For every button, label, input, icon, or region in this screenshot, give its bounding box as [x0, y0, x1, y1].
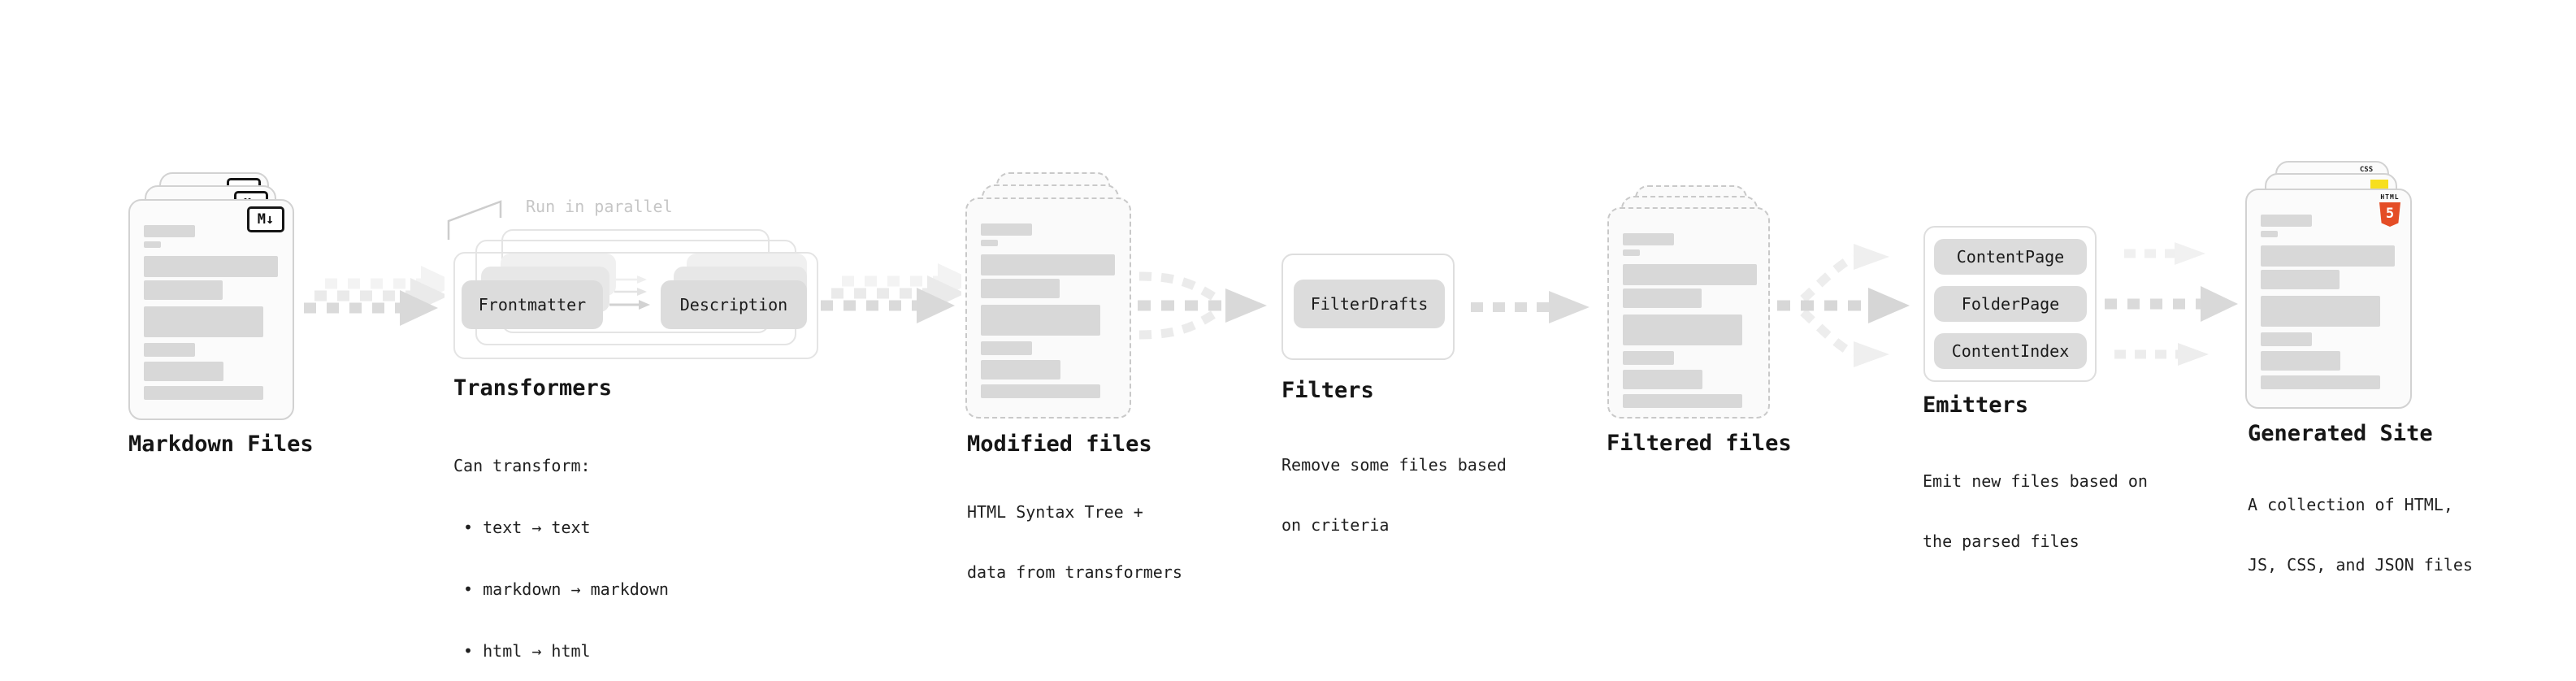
- placeholder-text-bar: [981, 279, 1060, 298]
- placeholder-text-bar: [1623, 351, 1674, 365]
- caption-line: Can transform:: [453, 456, 591, 475]
- flow-arrow-filtered-to-emitters: [1777, 244, 1910, 367]
- caption-line: • markdown → markdown: [453, 579, 669, 599]
- placeholder-text-bar: [2261, 270, 2340, 289]
- transformer-layer-front: [453, 252, 818, 359]
- caption-line: the parsed files: [1923, 531, 2079, 551]
- emitters-title: Emitters: [1923, 393, 2029, 418]
- caption-line: data from transformers: [967, 562, 1182, 582]
- flow-arrow-filters-to-filtered: [1471, 291, 1589, 323]
- placeholder-text-bar: [144, 386, 263, 400]
- caption-line: Remove some files based: [1281, 455, 1507, 475]
- placeholder-text-bar: [2261, 375, 2380, 389]
- transformers-caption: Can transform: • text → text • markdown …: [453, 415, 669, 681]
- caption-line: • html → html: [453, 641, 591, 661]
- run-in-parallel-bracket: [447, 200, 502, 240]
- placeholder-text-bar: [2261, 231, 2278, 237]
- flow-arrow-transformers-to-modified: [821, 263, 961, 323]
- placeholder-text-bar: [144, 306, 263, 337]
- emitter-pill-contentpage: ContentPage: [1934, 239, 2087, 275]
- run-in-parallel-label: Run in parallel: [526, 197, 673, 216]
- placeholder-text-bar: [2261, 245, 2395, 267]
- modified-files-title: Modified files: [967, 432, 1152, 457]
- flow-arrow-modified-to-filters: [1138, 271, 1267, 340]
- placeholder-text-bar: [144, 256, 278, 277]
- emitters-caption: Emit new files based on the parsed files: [1923, 432, 2148, 591]
- filters-title: Filters: [1281, 378, 1374, 403]
- html5-icon-label: HTML: [2380, 193, 2400, 201]
- site-file-card: HTML 5: [2245, 189, 2412, 409]
- placeholder-text-bar: [1623, 288, 1702, 308]
- modified-file-card: [965, 197, 1131, 419]
- filters-caption: Remove some files based on criteria: [1281, 415, 1507, 575]
- filtered-file-card: [1607, 207, 1770, 419]
- transformers-title: Transformers: [453, 375, 613, 401]
- markdown-files-title: Markdown Files: [128, 432, 314, 457]
- transformer-pill-frontmatter: Frontmatter: [462, 280, 603, 329]
- placeholder-text-bar: [981, 240, 998, 246]
- placeholder-text-bar: [981, 384, 1100, 398]
- placeholder-text-bar: [144, 343, 195, 357]
- placeholder-text-bar: [144, 241, 161, 248]
- generated-site-title: Generated Site: [2248, 421, 2433, 446]
- caption-line: JS, CSS, and JSON files: [2248, 555, 2473, 575]
- placeholder-text-bar: [144, 280, 223, 300]
- caption-line: Emit new files based on: [1923, 471, 2148, 491]
- placeholder-text-bar: [144, 225, 195, 237]
- caption-line: HTML Syntax Tree +: [967, 502, 1143, 522]
- caption-line: on criteria: [1281, 515, 1390, 535]
- placeholder-text-bar: [981, 223, 1032, 236]
- placeholder-text-bar: [2261, 215, 2312, 227]
- filtered-files-title: Filtered files: [1607, 431, 1792, 456]
- emitter-pill-contentindex: ContentIndex: [1934, 333, 2087, 369]
- placeholder-text-bar: [1623, 394, 1742, 408]
- placeholder-text-bar: [1623, 249, 1640, 256]
- placeholder-text-bar: [2261, 296, 2380, 327]
- markdown-file-card: M↓: [128, 199, 294, 420]
- flow-arrow-markdown-to-transformers: [304, 266, 445, 326]
- placeholder-text-bar: [1623, 264, 1757, 285]
- html5-icon-shield: 5: [2379, 202, 2400, 227]
- placeholder-text-bar: [2261, 351, 2340, 371]
- placeholder-text-bar: [981, 360, 1060, 380]
- placeholder-text-bar: [144, 362, 223, 381]
- html5-icon: HTML 5: [2378, 193, 2402, 227]
- modified-files-caption: HTML Syntax Tree + data from transformer…: [967, 462, 1182, 622]
- placeholder-text-bar: [981, 254, 1115, 275]
- css-icon-label: CSS: [2359, 166, 2374, 174]
- placeholder-text-bar: [981, 305, 1100, 336]
- caption-line: • text → text: [453, 518, 591, 537]
- caption-line: A collection of HTML,: [2248, 495, 2453, 514]
- generated-site-caption: A collection of HTML, JS, CSS, and JSON …: [2248, 455, 2473, 614]
- placeholder-text-bar: [1623, 370, 1702, 389]
- pill-connector-arrows: [609, 275, 650, 310]
- transformer-pill-description: Description: [661, 280, 807, 329]
- markdown-icon: M↓: [247, 206, 284, 232]
- placeholder-text-bar: [1623, 314, 1742, 345]
- flow-arrows-emitters-to-site: [2105, 242, 2238, 366]
- placeholder-text-bar: [981, 341, 1032, 355]
- placeholder-text-bar: [2261, 332, 2312, 346]
- emitter-pill-folderpage: FolderPage: [1934, 286, 2087, 322]
- placeholder-text-bar: [1623, 233, 1674, 245]
- filter-pill-filterdrafts: FilterDrafts: [1294, 280, 1445, 328]
